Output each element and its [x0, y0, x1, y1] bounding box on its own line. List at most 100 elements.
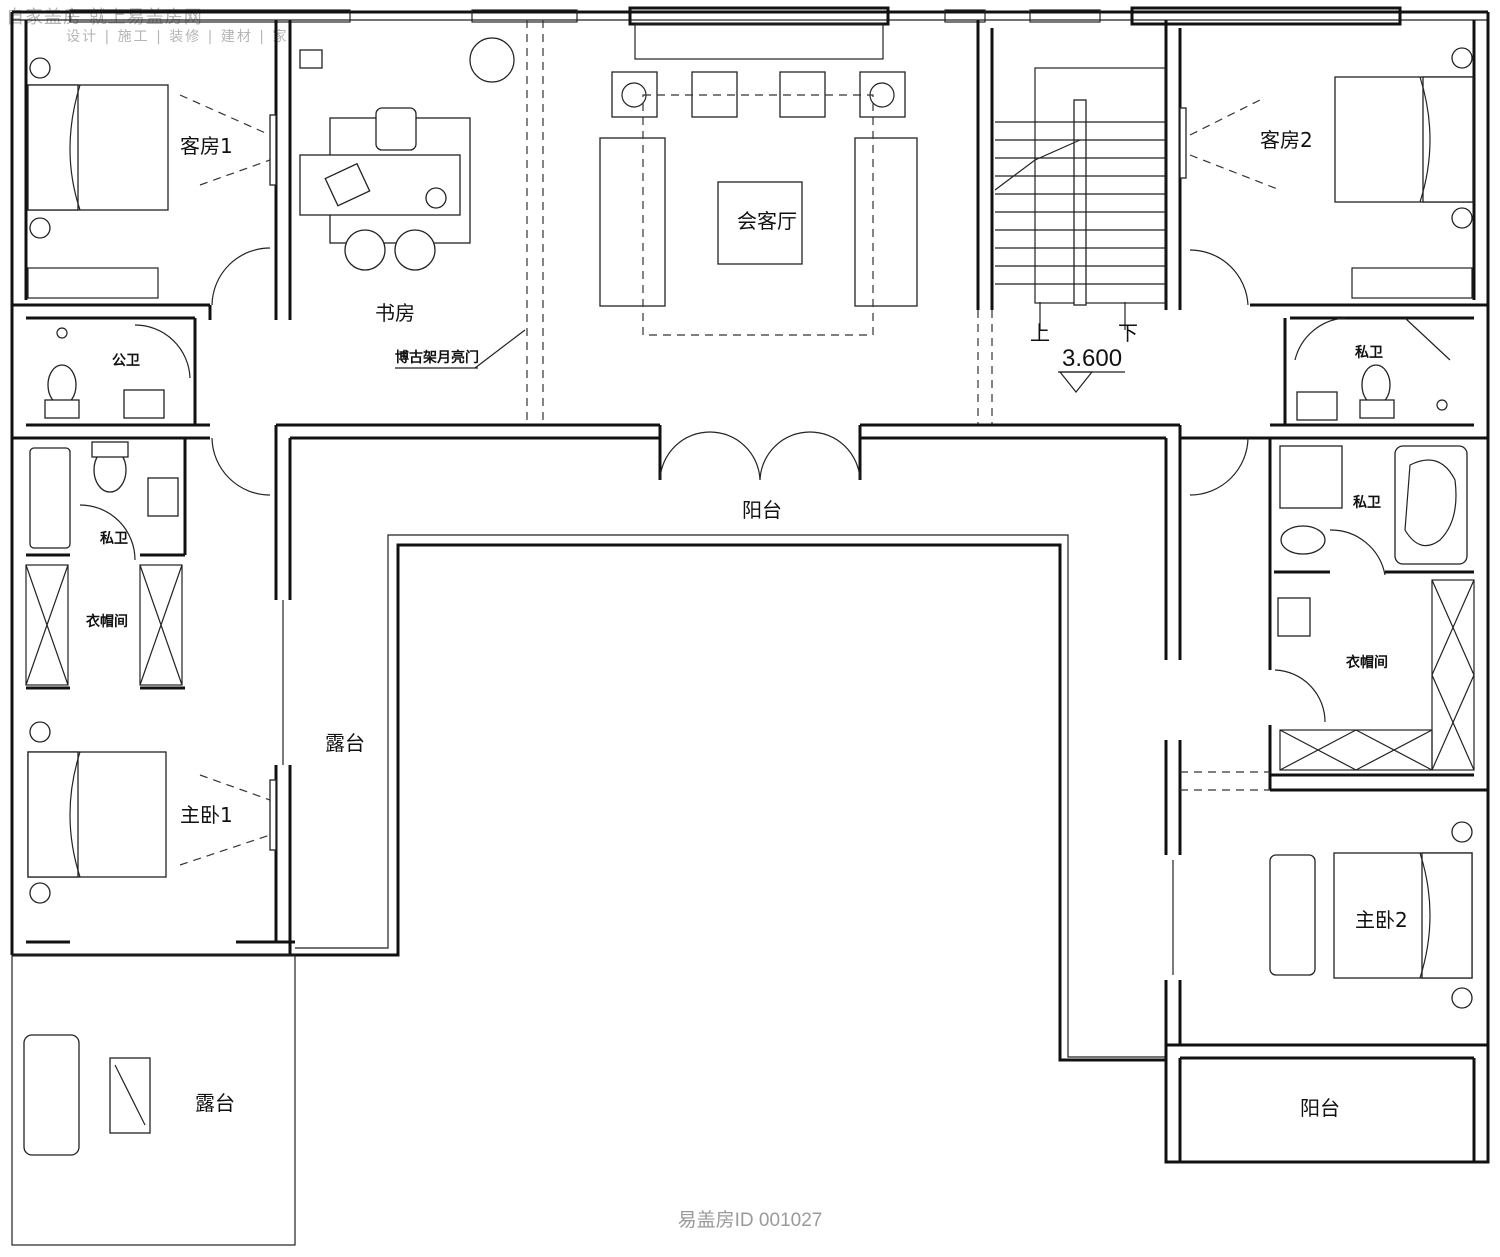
sink	[1277, 597, 1311, 637]
window	[69, 9, 351, 23]
wardrobe-x	[1431, 579, 1475, 676]
door-swing	[1329, 529, 1386, 576]
label-private-bath-right: 私卫	[1353, 494, 1381, 511]
toilet-tank	[1359, 399, 1395, 419]
sink	[147, 477, 179, 517]
window	[628, 6, 890, 26]
toilet	[1280, 525, 1326, 555]
nightstand-lamp	[29, 882, 51, 904]
toilet	[47, 364, 77, 406]
sofa	[23, 1034, 80, 1156]
wardrobe	[27, 267, 159, 299]
door-swing	[759, 431, 811, 481]
drain	[1436, 399, 1448, 411]
chair	[344, 229, 386, 271]
label-study: 书房	[375, 301, 415, 325]
top-windows	[69, 6, 1402, 26]
reception-hall: 会客厅	[599, 23, 918, 336]
stair-break-line	[994, 139, 1081, 191]
label-stair-up: 上	[1030, 321, 1050, 345]
window	[471, 9, 578, 23]
stair-well	[1034, 67, 1166, 304]
lamp	[425, 187, 447, 209]
wardrobe	[139, 564, 183, 686]
bed-sheet	[69, 751, 81, 878]
view-line	[199, 774, 271, 801]
elevation-marker-icon	[1058, 371, 1094, 393]
chair	[394, 229, 436, 271]
wardrobe	[1279, 729, 1433, 771]
tv	[269, 779, 277, 851]
terrace-outline	[11, 954, 296, 1246]
label-private-bath-left: 私卫	[100, 530, 128, 547]
label-stair-down: 下	[1118, 321, 1138, 345]
terrace-edge	[295, 534, 1165, 1058]
nightstand-lamp	[1451, 207, 1473, 229]
door-swing	[659, 431, 711, 481]
label-guest-room-2: 客房2	[1260, 128, 1313, 152]
tv	[269, 114, 277, 186]
label-guest-room-1: 客房1	[180, 134, 233, 158]
door-swing	[211, 247, 271, 306]
door-swing	[1294, 317, 1346, 361]
rug-outline	[642, 94, 874, 336]
closet-left: 衣帽间	[25, 564, 185, 690]
tv	[1179, 107, 1187, 179]
door-swing	[1189, 249, 1249, 306]
door-swing	[79, 504, 136, 561]
bed-sheet	[1419, 852, 1431, 979]
chair	[375, 107, 417, 151]
closet-right: 衣帽间	[1268, 579, 1488, 792]
bathtub-basin	[1404, 459, 1457, 547]
private-bath-left: 私卫	[26, 438, 187, 561]
wardrobe	[25, 564, 69, 686]
toilet-tank	[44, 399, 80, 419]
guest-room-2: 客房2	[1179, 47, 1488, 320]
coffee-table	[717, 181, 803, 265]
view-line	[1189, 99, 1261, 136]
door-swing	[1274, 669, 1326, 723]
wardrobe-x	[1279, 729, 1357, 771]
nightstand-lamp	[29, 217, 51, 239]
cabinet	[299, 49, 323, 69]
label-balcony-bottom: 阳台	[1300, 1096, 1340, 1120]
laptop	[324, 162, 371, 207]
bathtub	[29, 447, 71, 549]
master-bed-2: 主卧2	[1164, 740, 1473, 1162]
view-line	[179, 834, 271, 866]
side-table	[859, 71, 906, 118]
label-terrace-mid: 露台	[325, 731, 365, 755]
sofa	[599, 137, 666, 307]
label-private-bath-right-top: 私卫	[1355, 344, 1383, 361]
door-swing	[134, 324, 191, 379]
door-swing	[709, 431, 761, 481]
corridor: 阳台	[208, 305, 1249, 660]
guest-room-1: 客房1	[12, 20, 292, 320]
wardrobe-x	[139, 564, 183, 686]
window	[1130, 6, 1402, 26]
leader-line	[474, 329, 526, 369]
table-hatch	[114, 1064, 146, 1126]
toilet-tank	[91, 441, 129, 458]
shower-screen	[1404, 317, 1451, 361]
wardrobe	[1431, 579, 1475, 771]
bed-sheet	[1419, 76, 1431, 203]
tv-cabinet	[634, 23, 884, 60]
private-bath-right-top: 私卫	[1180, 317, 1488, 440]
window	[944, 9, 986, 23]
wardrobe	[1351, 267, 1473, 299]
label-balcony-top: 阳台	[742, 498, 782, 522]
logo-line-2: 设计 | 施工 | 装修 | 建材 | 家	[66, 28, 289, 45]
terrace-bottom: 露台	[11, 954, 296, 1246]
private-bath-right: 私卫	[1268, 438, 1474, 670]
label-public-bath: 公卫	[112, 353, 140, 369]
wardrobe-x	[25, 564, 69, 686]
view-line	[1189, 154, 1281, 191]
bed-sheet	[69, 84, 81, 211]
stairs: 上 下 3.600	[976, 20, 1182, 425]
nightstand-lamp	[29, 57, 51, 79]
label-master-bed-1: 主卧1	[180, 803, 233, 827]
window	[1029, 9, 1101, 23]
toilet	[1361, 364, 1391, 406]
master-bed-1: 主卧1	[27, 600, 292, 955]
